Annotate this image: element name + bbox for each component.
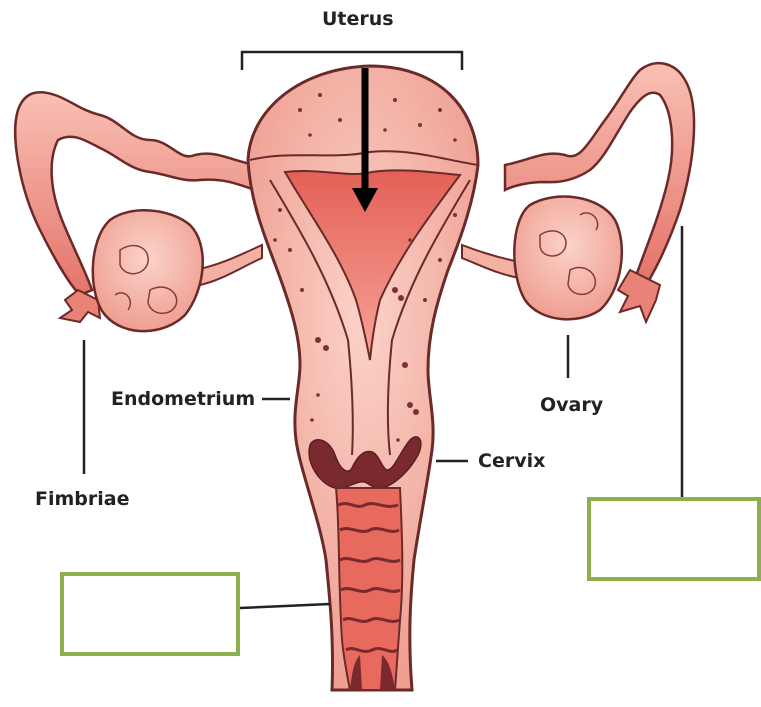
label-uterus: Uterus bbox=[322, 10, 394, 29]
left-box-leader bbox=[240, 604, 330, 608]
answer-box-right[interactable] bbox=[587, 497, 761, 581]
left-ovarian-ligament bbox=[195, 245, 262, 285]
answer-box-left[interactable] bbox=[60, 572, 240, 656]
right-ovarian-ligament bbox=[462, 245, 520, 278]
right-fimbriae bbox=[618, 270, 660, 322]
left-ovary bbox=[93, 210, 203, 331]
left-fimbriae bbox=[60, 290, 100, 322]
label-fimbriae: Fimbriae bbox=[35, 490, 129, 509]
label-endometrium: Endometrium bbox=[111, 390, 255, 409]
label-cervix: Cervix bbox=[478, 452, 545, 471]
label-ovary: Ovary bbox=[540, 396, 603, 415]
right-ovary bbox=[514, 197, 621, 320]
